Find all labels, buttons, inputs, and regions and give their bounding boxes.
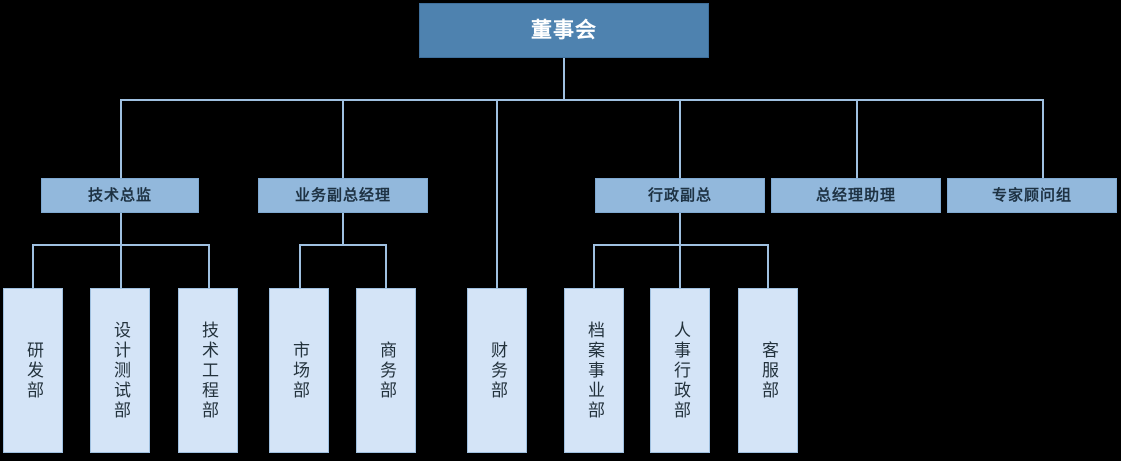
connector-drop-marketing	[299, 244, 301, 289]
connector-drop-finance	[496, 99, 498, 289]
org-node-archives[interactable]: 档案事业部	[564, 288, 624, 453]
org-node-tech-eng[interactable]: 技术工程部	[178, 288, 238, 453]
org-node-label: 技术总监	[87, 185, 152, 204]
connector-drop-expert-advisory	[1042, 99, 1044, 179]
org-node-admin-vp[interactable]: 行政副总	[595, 178, 765, 213]
org-node-label: 财务部	[487, 340, 508, 401]
org-node-board[interactable]: 董事会	[419, 3, 709, 58]
org-node-label: 技术工程部	[198, 320, 219, 421]
org-node-label: 商务部	[376, 340, 397, 401]
connector-root-bus	[120, 99, 1044, 101]
connector-admin-vp-stem	[679, 213, 681, 245]
org-node-design-test[interactable]: 设计测试部	[90, 288, 150, 453]
org-node-label: 研发部	[23, 340, 44, 401]
org-node-marketing[interactable]: 市场部	[269, 288, 329, 453]
connector-drop-commerce	[385, 244, 387, 289]
connector-business-vp-bus	[299, 244, 387, 246]
connector-drop-rd-dept	[32, 244, 34, 289]
connector-drop-gm-assistant	[856, 99, 858, 179]
connector-drop-customer-svc	[767, 244, 769, 289]
org-node-hr-admin[interactable]: 人事行政部	[650, 288, 710, 453]
org-node-expert-advisory[interactable]: 专家顾问组	[947, 178, 1117, 213]
org-node-label: 专家顾问组	[991, 185, 1072, 204]
org-node-customer-svc[interactable]: 客服部	[738, 288, 798, 453]
org-node-finance[interactable]: 财务部	[467, 288, 527, 453]
connector-drop-tech-eng	[208, 244, 210, 289]
org-node-label: 人事行政部	[670, 320, 691, 421]
connector-drop-design-test	[120, 244, 122, 289]
connector-drop-hr-admin	[679, 244, 681, 289]
connector-drop-archives	[593, 244, 595, 289]
org-node-label: 总经理助理	[815, 185, 896, 204]
org-node-label: 业务副总经理	[294, 185, 391, 204]
connector-drop-admin-vp	[679, 99, 681, 179]
org-node-label: 客服部	[758, 340, 779, 401]
org-node-label: 设计测试部	[110, 320, 131, 421]
org-node-rd-dept[interactable]: 研发部	[3, 288, 63, 453]
org-node-business-vp[interactable]: 业务副总经理	[258, 178, 428, 213]
connector-drop-business-vp	[342, 99, 344, 179]
org-node-label: 档案事业部	[584, 320, 605, 421]
connector-tech-director-stem	[120, 213, 122, 245]
org-node-commerce[interactable]: 商务部	[356, 288, 416, 453]
org-node-label: 市场部	[289, 340, 310, 401]
org-node-label: 行政副总	[647, 185, 712, 204]
org-node-tech-director[interactable]: 技术总监	[41, 178, 199, 213]
connector-root-stem	[563, 58, 565, 100]
connector-drop-tech-director	[120, 99, 122, 179]
org-node-gm-assistant[interactable]: 总经理助理	[771, 178, 941, 213]
connector-admin-vp-bus	[593, 244, 769, 246]
org-node-label: 董事会	[531, 18, 597, 43]
connector-business-vp-stem	[342, 213, 344, 245]
